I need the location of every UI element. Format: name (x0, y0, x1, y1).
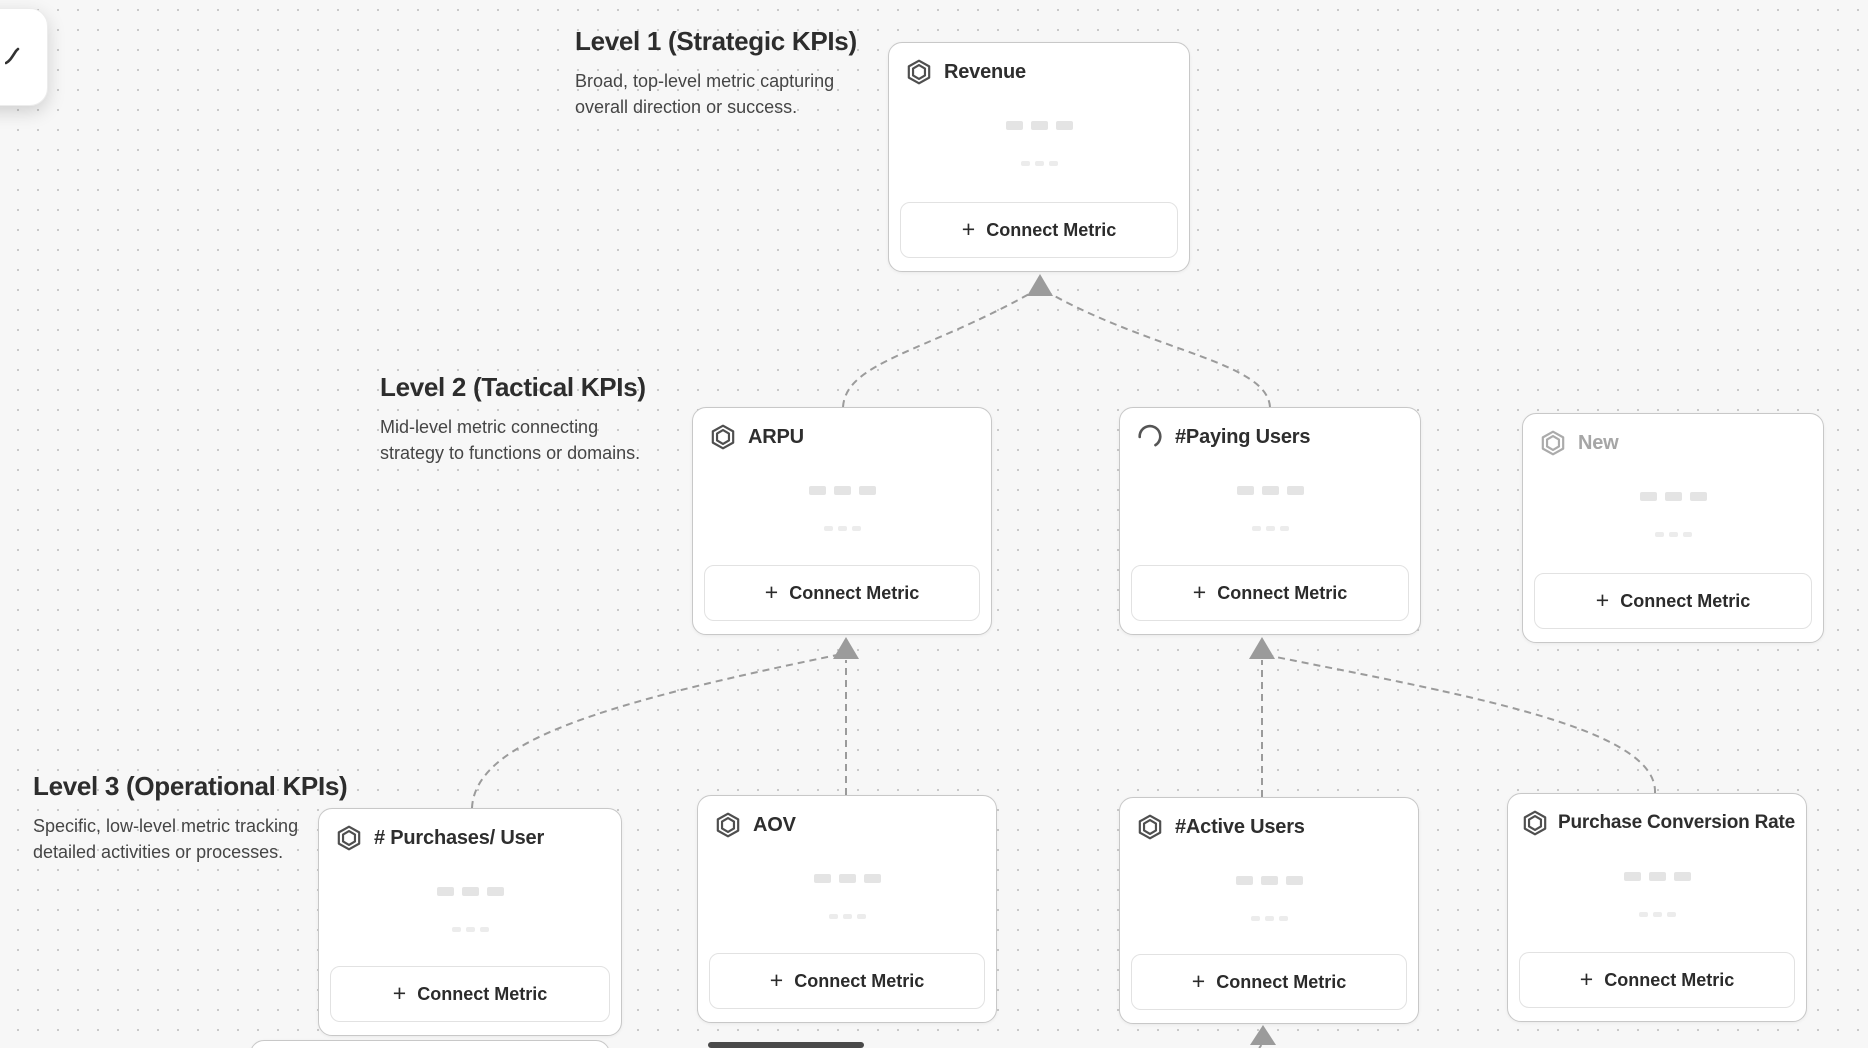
skeleton-placeholder (693, 526, 991, 531)
level-3-title: Level 3 (Operational KPIs) (33, 771, 348, 801)
level-2-title: Level 2 (Tactical KPIs) (380, 372, 646, 402)
arrowhead-paying-users (1249, 637, 1275, 659)
connect-metric-label: Connect Metric (794, 970, 925, 991)
hexagon-icon (1541, 430, 1565, 456)
level-1-description-line2: overall direction or success. (575, 97, 798, 117)
plus-icon: + (1192, 578, 1207, 605)
hexagon-icon (907, 59, 931, 85)
level-3-description-line2: detailed activities or processes. (33, 842, 284, 862)
plus-icon: + (392, 979, 407, 1006)
floating-tool-button[interactable] (0, 8, 48, 106)
skeleton-placeholder (889, 161, 1189, 166)
card-title: ARPU (748, 425, 804, 448)
metric-card-active-users[interactable]: #Active Users + Connect Metric (1119, 797, 1419, 1024)
arrowhead-arpu (833, 637, 859, 659)
horizontal-scrollbar-thumb[interactable] (708, 1042, 864, 1048)
arrowhead-active-users (1250, 1025, 1276, 1045)
plus-icon: + (769, 966, 784, 993)
connect-metric-button[interactable]: + Connect Metric (1534, 573, 1812, 629)
level-2-label: Level 2 (Tactical KPIs) Mid-level metric… (380, 372, 646, 466)
cursor-icon (5, 47, 20, 65)
skeleton-placeholder (319, 927, 621, 932)
connect-metric-label: Connect Metric (986, 219, 1117, 240)
connect-metric-button[interactable]: + Connect Metric (709, 953, 985, 1009)
metric-card-revenue[interactable]: Revenue + Connect Metric (888, 42, 1190, 272)
connect-metric-button[interactable]: + Connect Metric (1131, 565, 1409, 621)
card-title: #Paying Users (1175, 425, 1311, 448)
metric-card-arpu[interactable]: ARPU + Connect Metric (692, 407, 992, 635)
skeleton-placeholder (1120, 486, 1420, 495)
metric-card-aov[interactable]: AOV + Connect Metric (697, 795, 997, 1023)
connect-metric-button[interactable]: + Connect Metric (1519, 952, 1795, 1008)
card-title: New (1578, 431, 1619, 454)
plus-icon: + (1595, 586, 1610, 613)
connect-metric-button[interactable]: + Connect Metric (330, 966, 610, 1022)
skeleton-placeholder (319, 887, 621, 896)
skeleton-placeholder (693, 486, 991, 495)
level-2-description-line2: strategy to functions or domains. (380, 443, 641, 463)
hexagon-icon (337, 825, 361, 851)
metric-card-new[interactable]: New + Connect Metric (1522, 413, 1824, 643)
hexagon-icon (716, 812, 740, 838)
connect-metric-button[interactable]: + Connect Metric (704, 565, 980, 621)
hexagon-icon (1138, 814, 1162, 840)
metric-card-purchase-conversion-rate[interactable]: Purchase Conversion Rate + Connect Metri… (1507, 793, 1807, 1022)
card-title: Revenue (944, 60, 1026, 83)
skeleton-placeholder (889, 121, 1189, 130)
connect-metric-label: Connect Metric (1216, 971, 1347, 992)
plus-icon: + (961, 215, 976, 242)
level-1-description-line1: Broad, top-level metric capturing (575, 71, 835, 91)
level-3-label: Level 3 (Operational KPIs) Specific, low… (33, 771, 348, 865)
metric-card-partial[interactable] (250, 1040, 610, 1048)
connect-metric-label: Connect Metric (1620, 590, 1751, 611)
skeleton-placeholder (1120, 876, 1418, 885)
connect-metric-button[interactable]: + Connect Metric (1131, 954, 1407, 1010)
hexagon-icon (1523, 810, 1547, 836)
plus-icon: + (764, 578, 779, 605)
connect-metric-button[interactable]: + Connect Metric (900, 202, 1178, 258)
connect-metric-label: Connect Metric (417, 983, 548, 1004)
connect-metric-label: Connect Metric (1604, 969, 1735, 990)
card-title: #Active Users (1175, 815, 1305, 838)
level-2-description-line1: Mid-level metric connecting (380, 417, 599, 437)
card-title: # Purchases/ User (374, 826, 545, 849)
skeleton-placeholder (1120, 526, 1420, 531)
plus-icon: + (1191, 967, 1206, 994)
connect-metric-label: Connect Metric (789, 582, 920, 603)
metric-card-paying-users[interactable]: #Paying Users + Connect Metric (1119, 407, 1421, 635)
spinner-loading-icon (1138, 424, 1162, 447)
skeleton-placeholder (1508, 912, 1806, 917)
skeleton-placeholder (1508, 872, 1806, 881)
level-1-label: Level 1 (Strategic KPIs) Broad, top-leve… (575, 26, 857, 120)
plus-icon: + (1579, 965, 1594, 992)
skeleton-placeholder (1523, 532, 1823, 537)
card-title: Purchase Conversion Rate (1558, 812, 1796, 833)
connect-metric-label: Connect Metric (1217, 582, 1348, 603)
skeleton-placeholder (1120, 916, 1418, 921)
level-1-title: Level 1 (Strategic KPIs) (575, 26, 857, 56)
hexagon-icon (711, 424, 735, 450)
arrowhead-revenue (1027, 274, 1053, 296)
skeleton-placeholder (1523, 492, 1823, 501)
card-title: AOV (753, 813, 796, 836)
skeleton-placeholder (698, 914, 996, 919)
skeleton-placeholder (698, 874, 996, 883)
metric-card-purchases-per-user[interactable]: # Purchases/ User + Connect Metric (318, 808, 622, 1036)
level-3-description-line1: Specific, low-level metric tracking (33, 816, 299, 836)
